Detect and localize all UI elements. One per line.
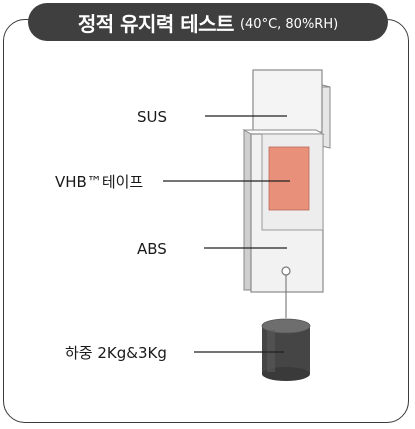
vhb-tape	[268, 146, 310, 211]
label-load: 하중 2Kg&3Kg	[65, 344, 167, 362]
label-sus: SUS	[137, 108, 168, 126]
title-banner: 정적 유지력 테스트 (40°C, 80%RH)	[28, 3, 388, 41]
diagram-frame	[3, 19, 409, 423]
title-text: 정적 유지력 테스트	[77, 11, 235, 36]
weight-cylinder	[261, 318, 311, 381]
title-conditions: (40°C, 80%RH)	[239, 16, 339, 32]
sus-plate	[252, 69, 331, 149]
label-vhb-tape: VHB™테이프	[55, 173, 144, 191]
label-abs: ABS	[137, 240, 167, 258]
hang-hole	[281, 266, 291, 276]
